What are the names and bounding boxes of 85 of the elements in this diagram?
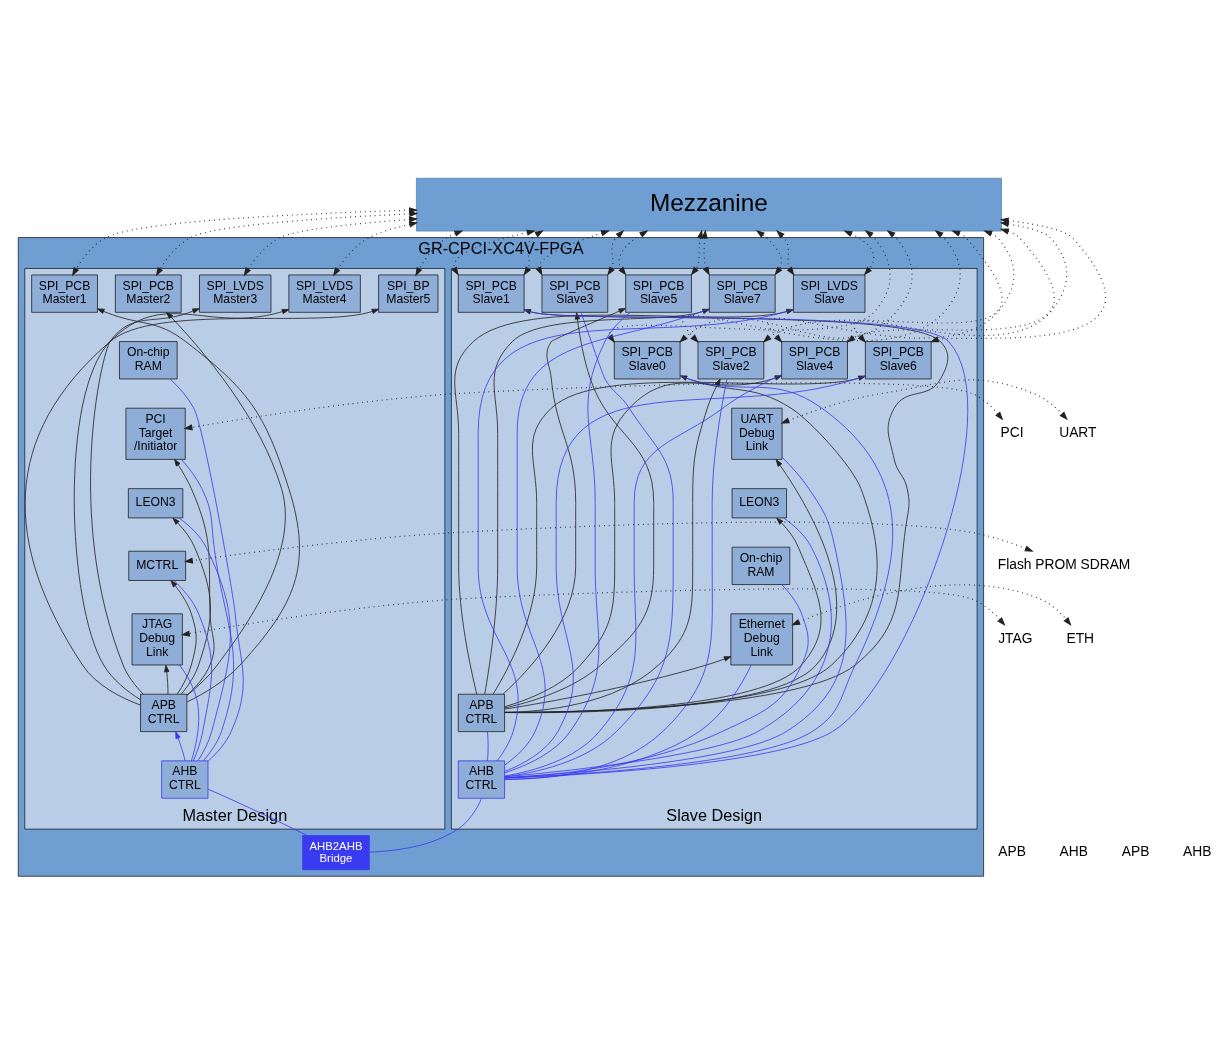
node-box: SPI_LVDS Slave [793, 274, 866, 313]
label: APB [1121, 843, 1150, 860]
connector [181, 459, 235, 762]
arrow [73, 308, 290, 701]
node-text: JTAG [998, 629, 1033, 646]
arrow [780, 379, 1068, 424]
arrow [451, 229, 536, 276]
arrow [332, 221, 419, 277]
connector [504, 456, 847, 778]
node-text: ETH [1066, 629, 1095, 646]
label: AHB [1183, 843, 1212, 860]
arrow [180, 588, 1006, 637]
node-box: SPI_PCB Master1 [31, 274, 98, 313]
node-box: SPI_BP Master5 [378, 274, 439, 313]
arrow [183, 521, 1034, 564]
label: APB [998, 843, 1026, 860]
arrow [690, 229, 704, 276]
node-box: SPI_PCB Slave3 [541, 274, 609, 313]
arrow [25, 308, 380, 706]
node-box: On-chip RAM [731, 546, 791, 585]
node-box: SPI_PCB Master2 [114, 274, 182, 313]
arrow [502, 308, 626, 695]
arrow [607, 229, 625, 276]
arrow [523, 230, 544, 276]
arrow [174, 459, 215, 696]
node-box: SPI_PCB Slave7 [708, 274, 776, 313]
node-box: APB CTRL [140, 693, 188, 732]
node-box: SPI_PCB Slave2 [697, 341, 765, 380]
arrow [172, 517, 211, 695]
connector [369, 797, 482, 853]
node-box: AHB2AHB Bridge [302, 835, 370, 871]
node-box: MCTRL [128, 550, 187, 581]
arrow [155, 210, 419, 277]
node-box: SPI_PCB Slave5 [625, 274, 692, 313]
connector [173, 580, 213, 762]
connector [178, 517, 231, 762]
arrow [97, 308, 300, 703]
arrow [504, 517, 822, 713]
node-box: LEON3 [127, 488, 184, 519]
connector [487, 731, 489, 762]
node-box: AHB CTRL [161, 760, 209, 799]
label: AHB [1059, 843, 1088, 860]
connector [169, 378, 244, 762]
node-text: UART [1059, 424, 1097, 441]
node-text: Flash PROM SDRAM [997, 556, 1131, 573]
arrow [175, 731, 186, 762]
node-box: SPI_PCB Slave4 [781, 341, 848, 380]
arrow [618, 230, 649, 276]
node-box: SPI_PCB Slave0 [613, 341, 681, 380]
node-box: LEON3 [731, 488, 787, 519]
arrow [791, 584, 1072, 626]
arrow [679, 230, 913, 343]
node-box: SPI_LVDS Master3 [199, 274, 272, 313]
node-box: Mezzanine [416, 177, 1002, 232]
node-box: APB CTRL [457, 693, 505, 732]
node-box: UART Debug Link [731, 407, 783, 460]
arrow [843, 230, 875, 276]
node-box: JTAG Debug Link [131, 613, 183, 666]
arrow [164, 664, 170, 695]
node-box: On-chip RAM [119, 341, 178, 380]
node-box: SPI_PCB Slave1 [457, 274, 525, 313]
arrow [776, 230, 795, 276]
node-box: PCI Target /Initiator [125, 407, 186, 460]
node-box: Ethernet Debug Link [730, 613, 794, 666]
arrow [504, 312, 655, 709]
arrow [243, 216, 419, 277]
connector [504, 311, 674, 778]
arrow [183, 382, 1004, 431]
arrow [755, 230, 783, 276]
connector [504, 312, 631, 774]
node-text: PCI [1000, 424, 1024, 441]
connector [504, 517, 832, 778]
node-box: AHB CTRL [457, 760, 505, 799]
arrow [170, 580, 197, 695]
node-box: SPI_LVDS Master4 [288, 274, 361, 313]
arrow [701, 229, 710, 276]
node-box: SPI_PCB Slave6 [864, 341, 932, 380]
connector [179, 664, 200, 762]
arrow [90, 308, 200, 695]
arrow [535, 230, 610, 276]
arrow [504, 656, 732, 710]
arrow [415, 230, 464, 277]
connector [504, 584, 809, 779]
arrow [504, 459, 837, 714]
connector [504, 664, 752, 780]
